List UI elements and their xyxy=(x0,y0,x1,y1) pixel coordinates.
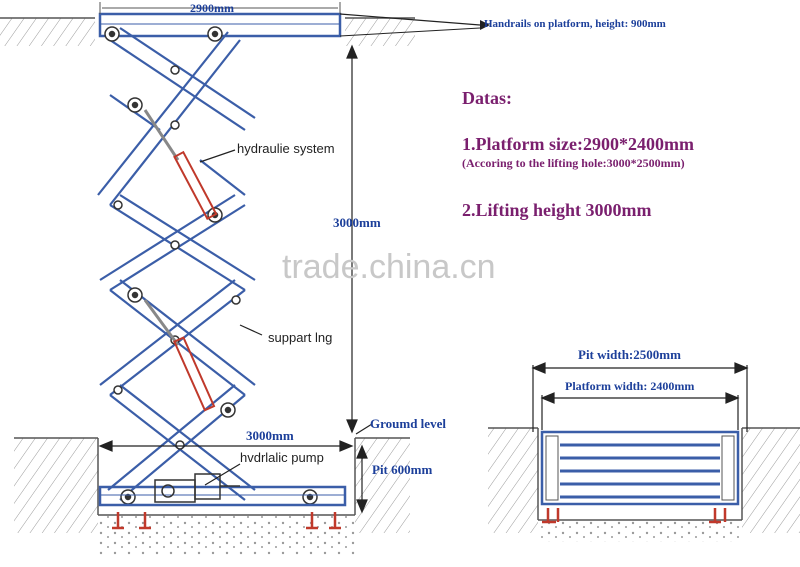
datas-item-1: 1.Platform size:2900*2400mm xyxy=(462,134,694,154)
ground-level-label: Groumd level xyxy=(370,416,446,431)
hydraulic-cylinders xyxy=(143,109,218,412)
hydraulic-pump-label: hvdrlalic pump xyxy=(240,450,324,465)
hydraulic-system-label: hydraulie system xyxy=(237,141,335,156)
support-leg-label: suppart lng xyxy=(268,330,333,345)
base-feet xyxy=(112,512,341,530)
pit-depth-label: Pit 600mm xyxy=(372,462,433,477)
watermark: trade.china.cn xyxy=(282,248,496,286)
scissor-arms xyxy=(97,27,256,501)
dimension-lines xyxy=(98,44,373,514)
handrail-pointer xyxy=(339,13,490,37)
lift-height-label: 3000mm xyxy=(333,215,381,230)
handrails-label: Handrails on platform, height: 900mm xyxy=(484,18,666,30)
pit-cross-section xyxy=(488,362,800,542)
datas-heading: Datas: xyxy=(462,88,512,108)
datas-item-2: 2.Lifting height 3000mm xyxy=(462,200,652,220)
top-ground xyxy=(0,17,415,46)
top-width-label: 2900mm xyxy=(190,1,234,15)
pit-width-label: Pit width:2500mm xyxy=(578,347,681,362)
platform-width-label: Platform width: 2400mm xyxy=(565,379,695,393)
hydraulic-pump-unit xyxy=(154,473,240,503)
base-frame xyxy=(98,485,347,507)
datas-item-1-note: (Accoring to the lifting hole:3000*2500m… xyxy=(462,156,685,170)
base-length-label: 3000mm xyxy=(246,428,294,443)
